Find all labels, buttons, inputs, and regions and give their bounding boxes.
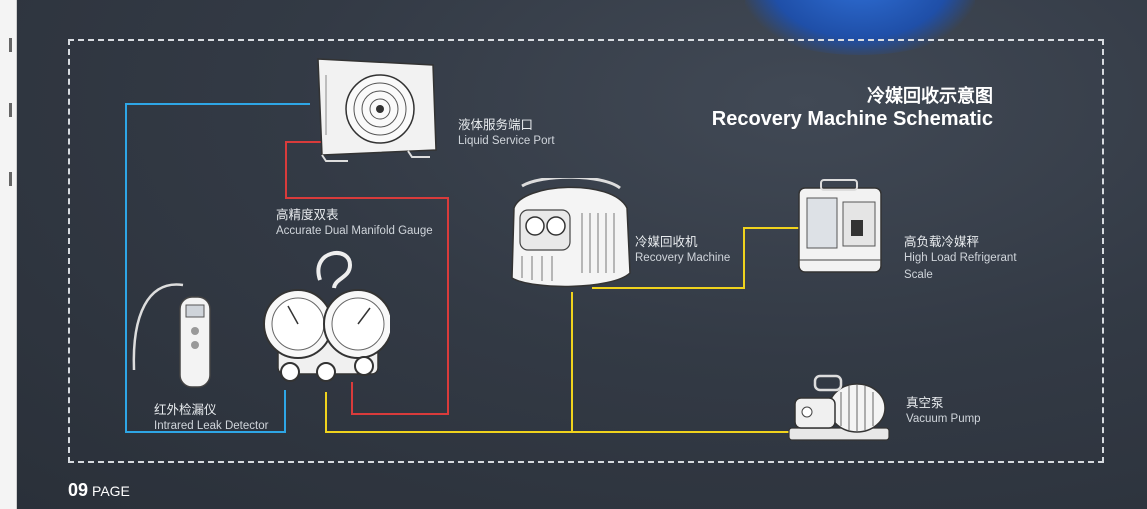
label-zh: 液体服务端口 (458, 117, 534, 132)
blue-hose (125, 103, 310, 433)
page-word: PAGE (92, 483, 130, 499)
label-en: Vacuum Pump (906, 413, 981, 425)
leak-detector-icon (132, 283, 211, 388)
label-refrigerant-scale: 高负载冷媒秤 High Load Refrigerant Scale (904, 233, 1017, 284)
title-english: Recovery Machine Schematic (711, 108, 993, 130)
title-chinese: 冷媒回收示意图 (867, 86, 993, 107)
label-zh: 高负载冷媒秤 (904, 234, 980, 249)
label-en-line1: High Load Refrigerant (904, 252, 1017, 264)
dashed-frame (68, 39, 1104, 463)
label-vacuum-pump: 真空泵 Vacuum Pump (906, 394, 981, 428)
label-en: Liquid Service Port (458, 135, 555, 147)
previous-page-edge (0, 0, 17, 509)
label-en: Accurate Dual Manifold Gauge (276, 225, 433, 237)
recovery-machine-icon (511, 178, 631, 288)
label-zh: 冷媒回收机 (635, 234, 698, 249)
label-en: Intrared Leak Detector (154, 420, 269, 432)
label-zh: 红外检漏仪 (154, 402, 217, 417)
label-leak-detector: 红外检漏仪 Intrared Leak Detector (154, 401, 268, 435)
label-en-line2: Scale (904, 269, 933, 281)
label-zh: 真空泵 (906, 395, 944, 410)
edge-mark (9, 38, 12, 52)
yellow-hose-scale (592, 227, 800, 289)
label-liquid-service-port: 液体服务端口 Liquid Service Port (458, 116, 555, 150)
page-number-value: 09 (68, 480, 89, 500)
yellow-hose-pump (325, 392, 790, 433)
manifold-gauge-icon (263, 251, 390, 382)
refrigerant-scale-icon (798, 179, 882, 273)
label-en: Recovery Machine (635, 252, 731, 264)
condenser-unit-icon (317, 58, 437, 162)
edge-mark (9, 172, 12, 186)
label-zh: 高精度双表 (276, 207, 339, 222)
vacuum-pump-icon (788, 374, 890, 441)
edge-mark (9, 103, 12, 117)
label-recovery-machine: 冷媒回收机 Recovery Machine (635, 233, 730, 267)
red-hose (285, 141, 449, 415)
label-manifold-gauge: 高精度双表 Accurate Dual Manifold Gauge (276, 206, 433, 240)
